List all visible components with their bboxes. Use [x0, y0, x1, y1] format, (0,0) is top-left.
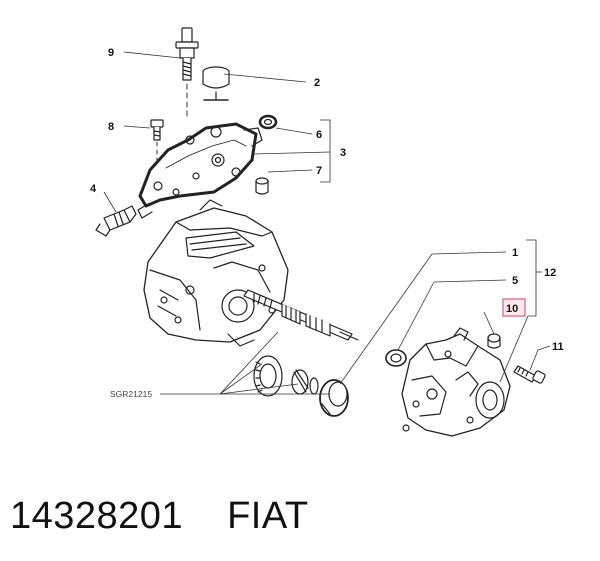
- callout-10: 10: [506, 303, 518, 315]
- leader-lines: [103, 51, 551, 395]
- brand-name: FIAT: [227, 494, 309, 537]
- sensor-part-4: [95, 205, 137, 237]
- callout-5: 5: [512, 275, 518, 287]
- callout-7: 7: [316, 165, 322, 177]
- callout-12: 12: [544, 267, 556, 279]
- bolt-part-11: [513, 365, 546, 384]
- callout-11: 11: [552, 341, 564, 353]
- gear-ring: [253, 355, 283, 397]
- callout-6: 6: [316, 129, 322, 141]
- callout-2: 2: [314, 77, 320, 89]
- callout-4: 4: [90, 183, 97, 195]
- transfer-housing-part-1: [401, 327, 511, 437]
- part-caption: 14328201 FIAT: [10, 488, 309, 544]
- part-number: 14328201: [10, 494, 184, 537]
- bolt-part-9: [175, 27, 199, 81]
- highlight-box-part-10: [502, 298, 526, 317]
- callout-labels: 9 2 8 6 3 7 4 1 12 5 10 11 SGR21215: [90, 47, 564, 399]
- callout-9: 9: [108, 47, 114, 59]
- gasket-part-5: [385, 349, 407, 367]
- shaft: [243, 289, 359, 341]
- plug-part-2: [202, 66, 230, 101]
- callout-3: 3: [340, 147, 346, 159]
- cover-plate-part-3: [137, 122, 263, 219]
- callout-1: 1: [512, 247, 518, 259]
- reference-code: SGR21215: [110, 389, 152, 399]
- thrust-washer: [309, 377, 319, 395]
- seal-ring-part-6: [258, 114, 278, 130]
- exploded-parts-diagram: 9 2 8 6 3 7 4 1 12 5 10 11 SGR21215: [90, 27, 564, 437]
- bolt-part-8: [150, 119, 164, 141]
- needle-bearing: [291, 369, 309, 395]
- gearbox-housing: [143, 199, 289, 347]
- plug-part-10: [487, 333, 501, 349]
- dowel-pin-part-7: [255, 177, 269, 195]
- roller-bearing: [319, 379, 349, 417]
- callout-8: 8: [108, 121, 114, 133]
